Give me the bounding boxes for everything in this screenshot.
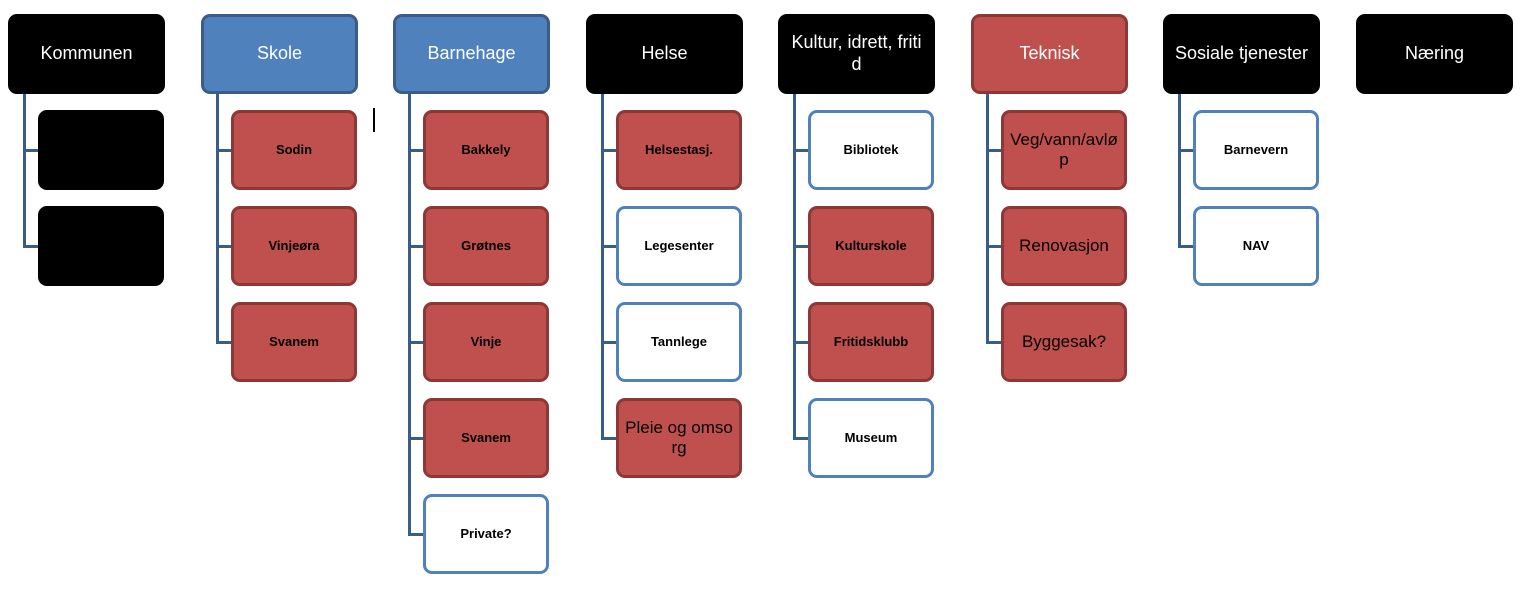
connector-horizontal [408,533,423,536]
subunit-vinjeøra[interactable]: Vinjeøra [231,206,357,286]
connector-horizontal [986,245,1001,248]
connector-horizontal [408,149,423,152]
subunit-pleie-og-omsorg[interactable]: Pleie og omsorg [616,398,742,478]
text-cursor [373,108,375,132]
subunit-bibliotek[interactable]: Bibliotek [808,110,934,190]
subunit-kulturskole[interactable]: Kulturskole [808,206,934,286]
connector-horizontal [1178,149,1193,152]
category-barnehage[interactable]: Barnehage [393,14,550,94]
connector-horizontal [793,341,808,344]
subunit-blank-0[interactable] [38,110,164,190]
category-kommunen[interactable]: Kommunen [8,14,165,94]
subunit-grøtnes[interactable]: Grøtnes [423,206,549,286]
subunit-veg-vann-avløp[interactable]: Veg/vann/avløp [1001,110,1127,190]
connector-vertical [408,94,411,536]
subunit-blank-1[interactable] [38,206,164,286]
subunit-legesenter[interactable]: Legesenter [616,206,742,286]
subunit-museum[interactable]: Museum [808,398,934,478]
subunit-fritidsklubb[interactable]: Fritidsklubb [808,302,934,382]
connector-horizontal [408,437,423,440]
connector-horizontal [601,341,616,344]
connector-horizontal [1178,245,1193,248]
connector-horizontal [216,245,231,248]
connector-vertical [986,94,989,344]
connector-horizontal [986,149,1001,152]
subunit-private[interactable]: Private? [423,494,549,574]
connector-horizontal [793,245,808,248]
connector-horizontal [408,341,423,344]
connector-horizontal [793,149,808,152]
connector-horizontal [601,437,616,440]
connector-horizontal [23,149,38,152]
category-helse[interactable]: Helse [586,14,743,94]
connector-horizontal [216,149,231,152]
category-skole[interactable]: Skole [201,14,358,94]
connector-horizontal [23,245,38,248]
category-teknisk[interactable]: Teknisk [971,14,1128,94]
connector-vertical [216,94,219,344]
connector-horizontal [986,341,1001,344]
connector-vertical [1178,94,1181,248]
subunit-svanem[interactable]: Svanem [423,398,549,478]
subunit-vinje[interactable]: Vinje [423,302,549,382]
connector-horizontal [408,245,423,248]
subunit-sodin[interactable]: Sodin [231,110,357,190]
subunit-renovasjon[interactable]: Renovasjon [1001,206,1127,286]
connector-vertical [601,94,604,440]
subunit-helsestasj[interactable]: Helsestasj. [616,110,742,190]
category-sosiale-tjenester[interactable]: Sosiale tjenester [1163,14,1320,94]
connector-horizontal [601,149,616,152]
subunit-bakkely[interactable]: Bakkely [423,110,549,190]
subunit-byggesak[interactable]: Byggesak? [1001,302,1127,382]
connector-horizontal [601,245,616,248]
connector-horizontal [793,437,808,440]
connector-horizontal [216,341,231,344]
subunit-svanem[interactable]: Svanem [231,302,357,382]
category-kultur-idrett-fritid[interactable]: Kultur, idrett, fritid [778,14,935,94]
connector-vertical [793,94,796,440]
subunit-tannlege[interactable]: Tannlege [616,302,742,382]
category-næring[interactable]: Næring [1356,14,1513,94]
subunit-nav[interactable]: NAV [1193,206,1319,286]
connector-vertical [23,94,26,248]
subunit-barnevern[interactable]: Barnevern [1193,110,1319,190]
